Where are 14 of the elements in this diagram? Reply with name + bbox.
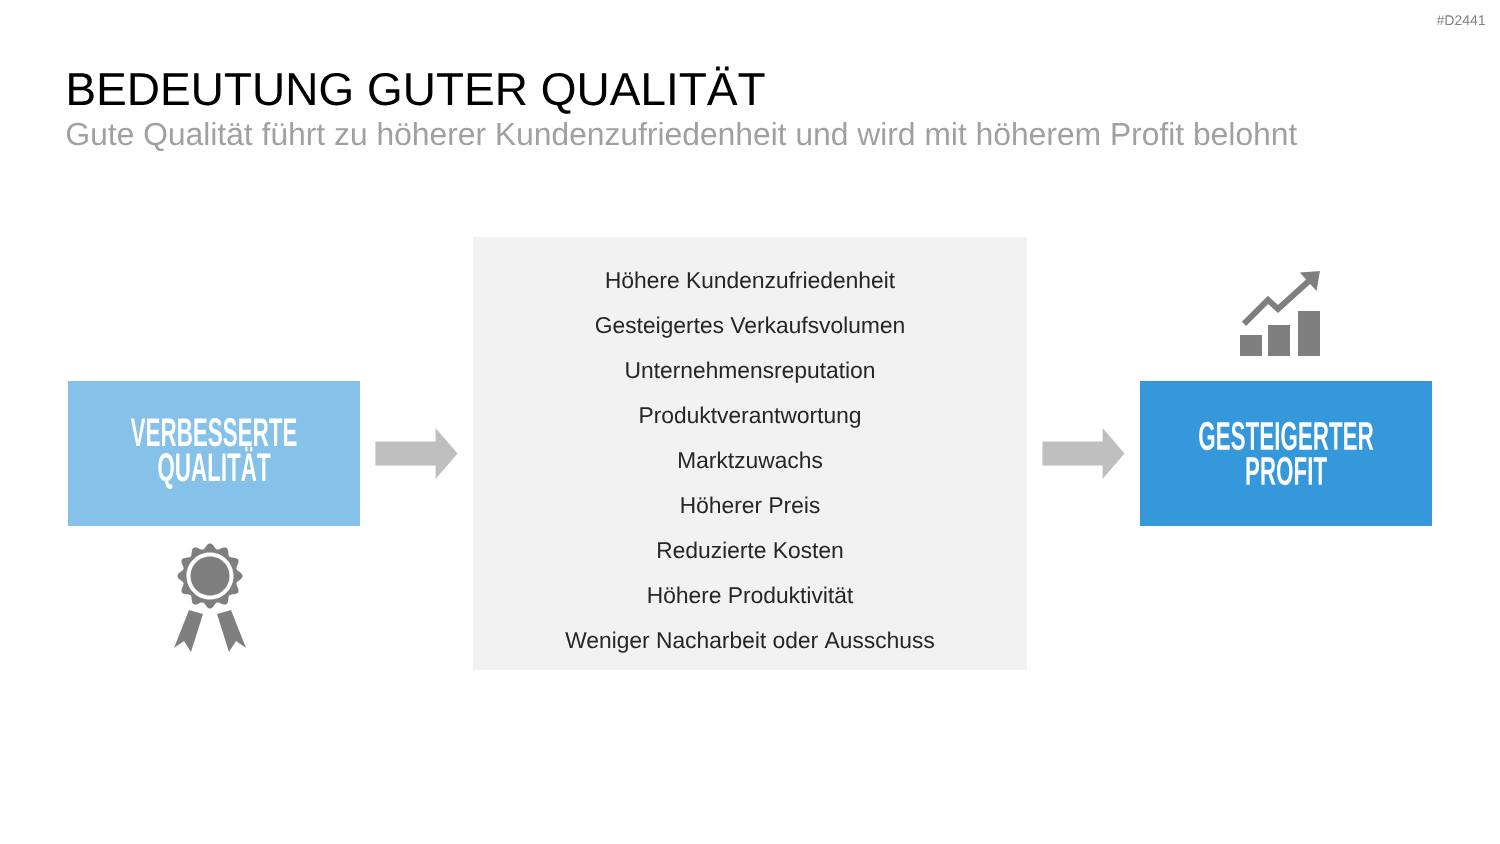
list-item: Gesteigertes Verkaufsvolumen [595, 316, 904, 338]
list-item: Reduzierte Kosten [658, 541, 843, 559]
list-item: Unternehmensreputation [626, 361, 874, 383]
list-item: Weniger Nacharbeit oder Ausschuss [565, 631, 934, 653]
stage-box: GESTEIGERTER PROFIT [1140, 381, 1432, 526]
list-item: Marktzuwachs [679, 451, 822, 469]
list-item: Höhere Produktivität [648, 586, 854, 604]
reference-code: #D2441 [1436, 15, 1485, 25]
title: BEDEUTUNG GUTER QUALITÄT [69, 66, 765, 114]
list-item: Produktverantwortung [640, 406, 861, 428]
list-item: Höhere Kundenzufriedenheit [606, 271, 895, 289]
list-item: Höherer Preis [681, 496, 820, 514]
subtitle: Gute Qualität führt zu höherer Kundenzufriedenheit und wird mit höherem Profit belohnt [67, 121, 1298, 151]
stage-box: VERBESSERTE QUALITÄT [68, 381, 360, 526]
